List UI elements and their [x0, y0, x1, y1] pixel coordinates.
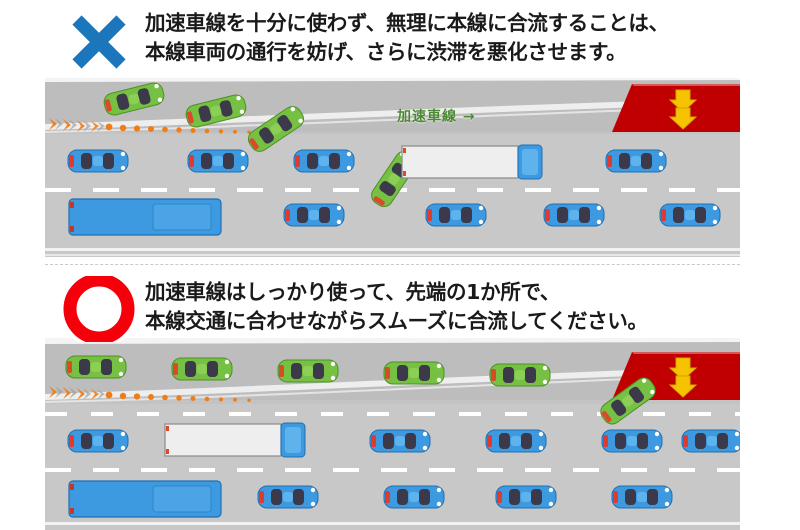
mainline-car-blue	[383, 482, 445, 512]
merging-car-green	[100, 77, 167, 121]
shoulder-line-bottom	[45, 248, 740, 251]
mainline-car-blue	[601, 426, 663, 456]
mainline-box-truck	[400, 142, 550, 182]
mainline-car-blue	[187, 146, 249, 176]
headline-bad-text: 加速車線を十分に使わず、無理に本線に合流することは、 本線車両の通行を妨げ、さら…	[145, 11, 669, 65]
mainline-car-blue	[369, 426, 431, 456]
acceleration-lane-label-bad: 加速車線 →	[397, 109, 476, 125]
mainline-bus-blue	[67, 196, 227, 238]
merge-end-red-zone-bad	[610, 84, 740, 136]
mainline-car-blue	[425, 200, 487, 230]
lane-dash-line	[45, 412, 740, 416]
mainline-car-blue	[681, 426, 740, 456]
mainline-car-blue	[495, 482, 557, 512]
merging-car-green	[171, 354, 233, 384]
headline-good: 加速車線はしっかり使って、先端の1か所で、 本線交通に合わせながらスムーズに合流…	[45, 268, 740, 342]
mainline-car-blue	[293, 146, 355, 176]
headline-bad: 加速車線を十分に使わず、無理に本線に合流することは、 本線車両の通行を妨げ、さら…	[45, 0, 740, 78]
shoulder-line-bottom	[45, 522, 740, 525]
chevron-taper-markings-good	[47, 384, 347, 406]
merging-car-green	[383, 358, 445, 388]
mainline-car-blue	[659, 200, 721, 230]
merging-car-green	[182, 89, 249, 133]
shoulder-line-bottom-2	[45, 254, 740, 256]
panel-good-example: 加速車線はしっかり使って、先端の1か所で、 本線交通に合わせながらスムーズに合流…	[45, 268, 740, 530]
panel-separator	[45, 264, 740, 265]
panel-bad-example: 加速車線 →	[45, 0, 740, 262]
mainline-car-blue	[485, 426, 547, 456]
merging-car-green	[242, 99, 310, 159]
merging-car-green	[489, 360, 551, 390]
headline-good-text: 加速車線はしっかり使って、先端の1か所で、 本線交通に合わせながらスムーズに合流…	[145, 280, 648, 334]
mainline-car-blue	[67, 426, 129, 456]
mainline-bus-blue	[67, 478, 227, 520]
mainline-car-blue	[611, 482, 673, 512]
circle-mark-icon	[63, 276, 135, 342]
merging-car-green-at-tip	[594, 371, 662, 432]
mainline-car-blue	[543, 200, 605, 230]
road-diagram-good	[45, 334, 740, 530]
merging-car-green	[277, 356, 339, 386]
merging-car-green	[65, 352, 127, 382]
mainline-box-truck	[163, 420, 313, 460]
road-diagram-bad: 加速車線 →	[45, 72, 740, 257]
lane-dash-line	[45, 468, 740, 472]
mainline-car-blue	[67, 146, 129, 176]
mainline-car-blue	[605, 146, 667, 176]
chevron-taper-markings-bad	[47, 116, 347, 138]
cross-mark-icon	[63, 8, 135, 74]
mainline-car-blue	[283, 200, 345, 230]
mainline-car-blue	[257, 482, 319, 512]
